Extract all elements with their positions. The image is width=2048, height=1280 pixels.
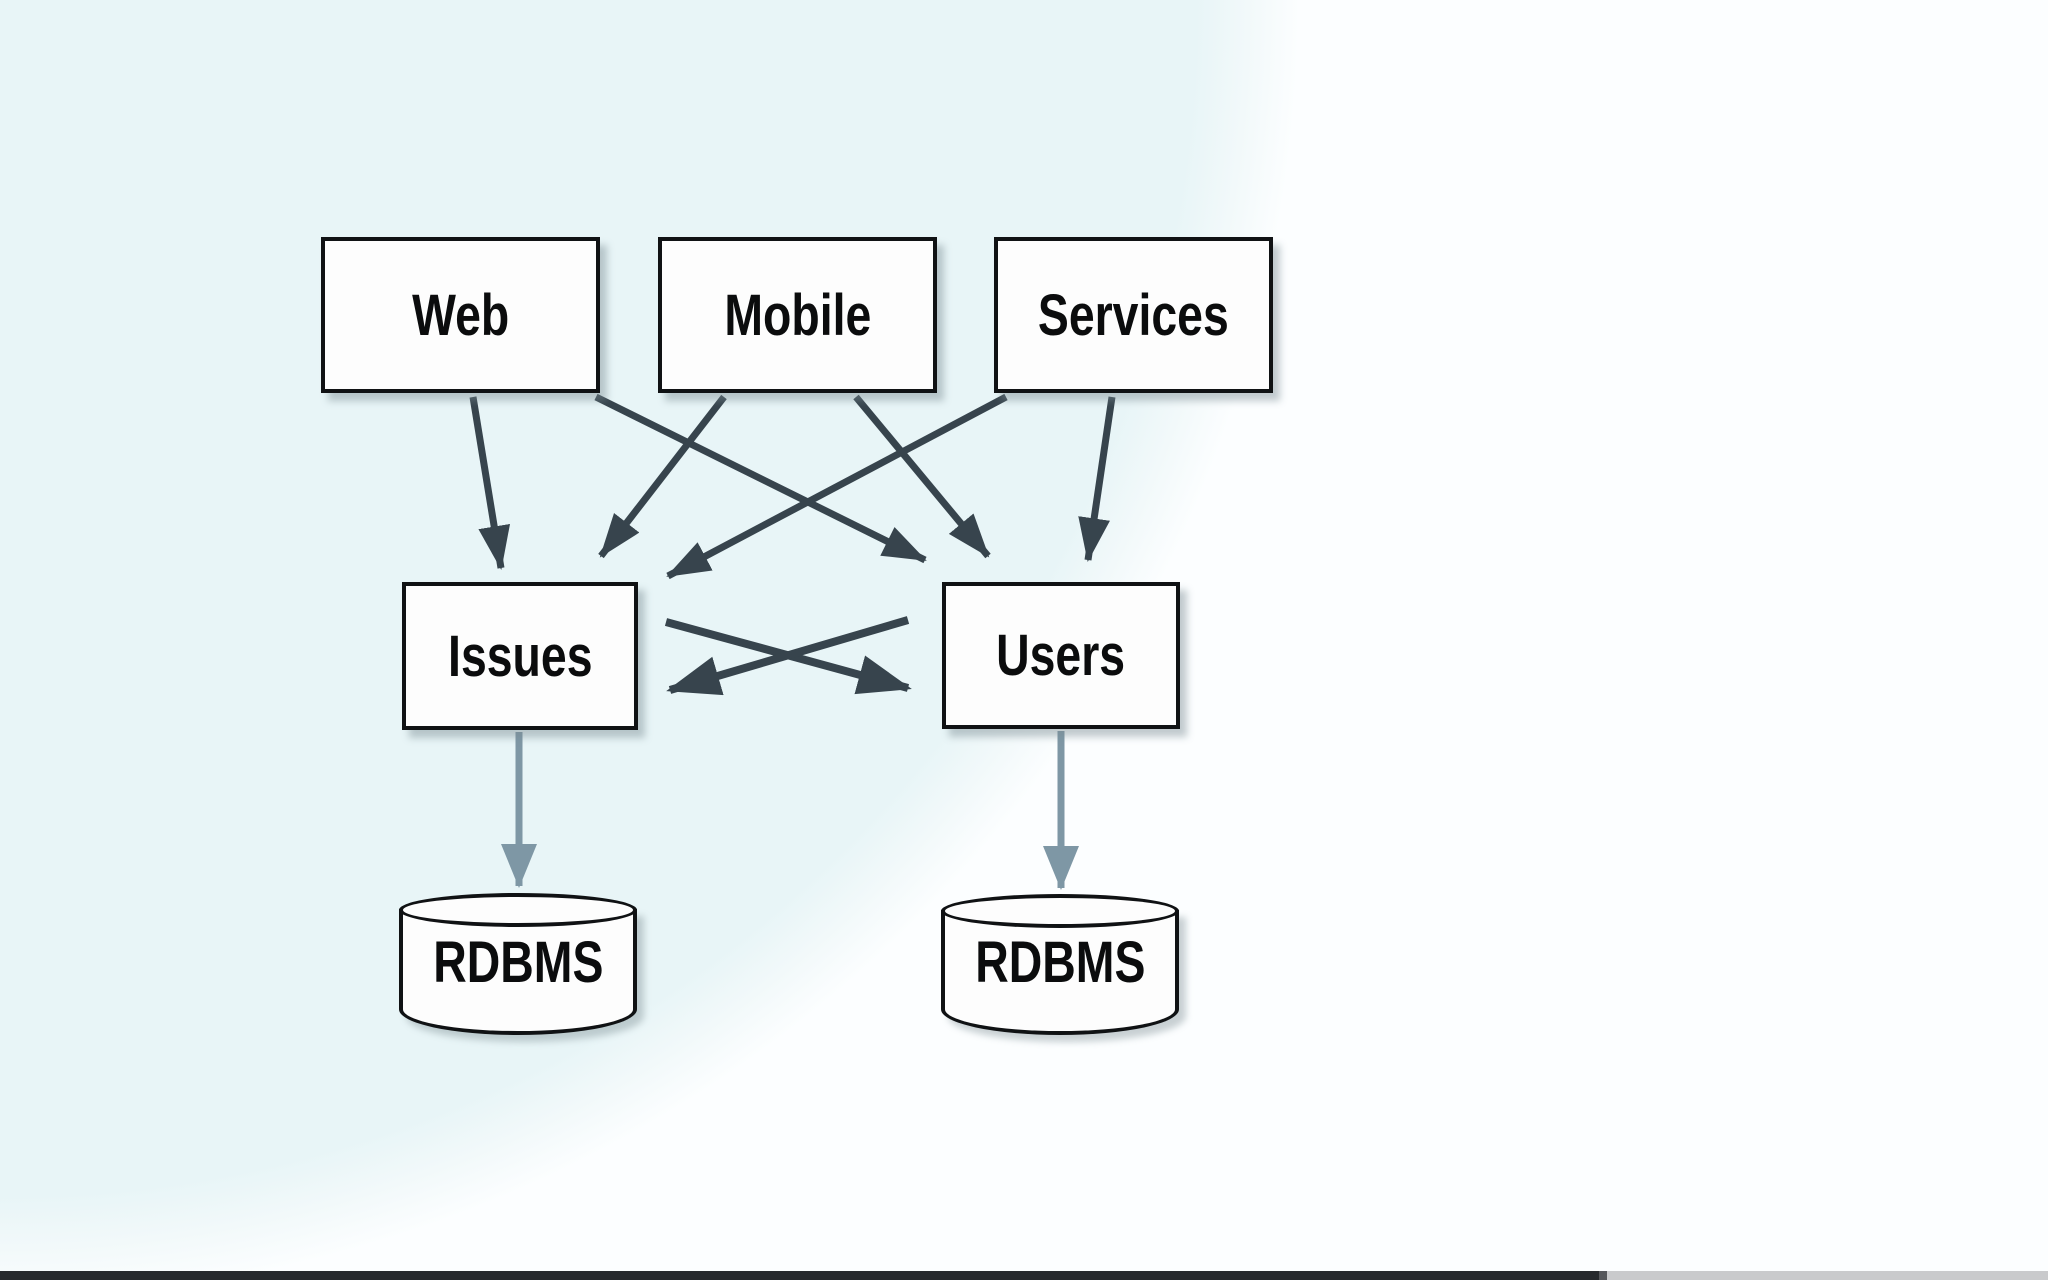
node-web-label: Web (411, 282, 510, 348)
node-web: Web (321, 237, 600, 393)
arrow-services-issues (666, 393, 1008, 580)
arrow-web-users (594, 393, 927, 564)
node-rdbms-users-label: RDBMS (974, 930, 1146, 995)
arrow-services-users (1078, 396, 1116, 562)
cylinder-body: RDBMS (941, 910, 1179, 1035)
video-progress-played (0, 1271, 1600, 1280)
arrow-mobile-issues (598, 394, 727, 559)
node-rdbms-issues: RDBMS (399, 893, 637, 1035)
video-progress-handle[interactable] (1599, 1271, 1608, 1280)
node-issues-label: Issues (447, 623, 593, 689)
node-users: Users (942, 582, 1180, 729)
node-rdbms-issues-label: RDBMS (432, 929, 604, 995)
node-rdbms-users: RDBMS (941, 894, 1179, 1035)
node-users-label: Users (996, 623, 1126, 688)
cylinder-body: RDBMS (399, 909, 637, 1035)
cylinder-top-ellipse (941, 894, 1179, 928)
video-progress-bar[interactable] (0, 1271, 2048, 1280)
node-issues: Issues (402, 582, 638, 730)
arrow-mobile-users (853, 394, 991, 559)
arrow-web-issues (469, 396, 511, 570)
cylinder-top-ellipse (399, 893, 637, 927)
arrow-users-issues (666, 616, 910, 696)
node-services: Services (994, 237, 1273, 393)
node-mobile: Mobile (658, 237, 937, 393)
node-mobile-label: Mobile (724, 282, 871, 348)
node-services-label: Services (1038, 282, 1229, 348)
